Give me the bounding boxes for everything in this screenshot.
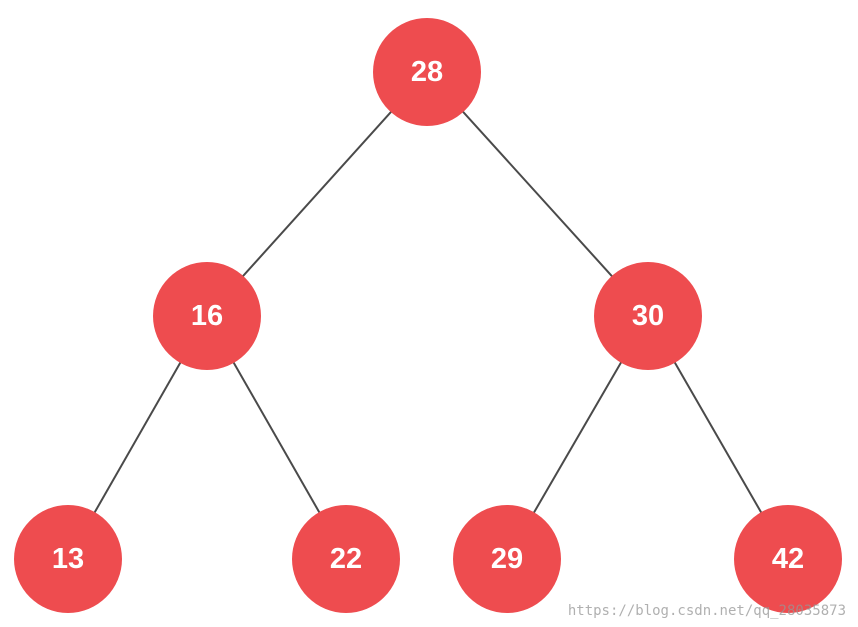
tree-node-label: 30 [632, 300, 664, 332]
tree-node-29: 29 [453, 505, 561, 613]
tree-node-circle [453, 505, 561, 613]
tree-node-42: 42 [734, 505, 842, 613]
tree-node-28: 28 [373, 18, 481, 126]
tree-node-label: 42 [772, 543, 804, 575]
tree-node-circle [373, 18, 481, 126]
tree-node-13: 13 [14, 505, 122, 613]
tree-node-30: 30 [594, 262, 702, 370]
tree-node-circle [14, 505, 122, 613]
tree-edge-28-16 [206, 71, 428, 317]
tree-node-22: 22 [292, 505, 400, 613]
watermark-text: https://blog.csdn.net/qq_28035873 [567, 603, 846, 619]
tree-node-label: 28 [411, 56, 443, 88]
tree-node-16: 16 [153, 262, 261, 370]
tree-node-label: 13 [52, 543, 84, 575]
tree-node-circle [153, 262, 261, 370]
tree-node-label: 16 [191, 300, 223, 332]
tree-node-circle [292, 505, 400, 613]
tree-edge-28-30 [426, 71, 649, 317]
tree-node-label: 22 [330, 543, 362, 575]
tree-nodes: 28 16 30 13 22 29 42 [14, 18, 842, 613]
tree-node-circle [734, 505, 842, 613]
tree-node-circle [594, 262, 702, 370]
tree-node-label: 29 [491, 543, 523, 575]
